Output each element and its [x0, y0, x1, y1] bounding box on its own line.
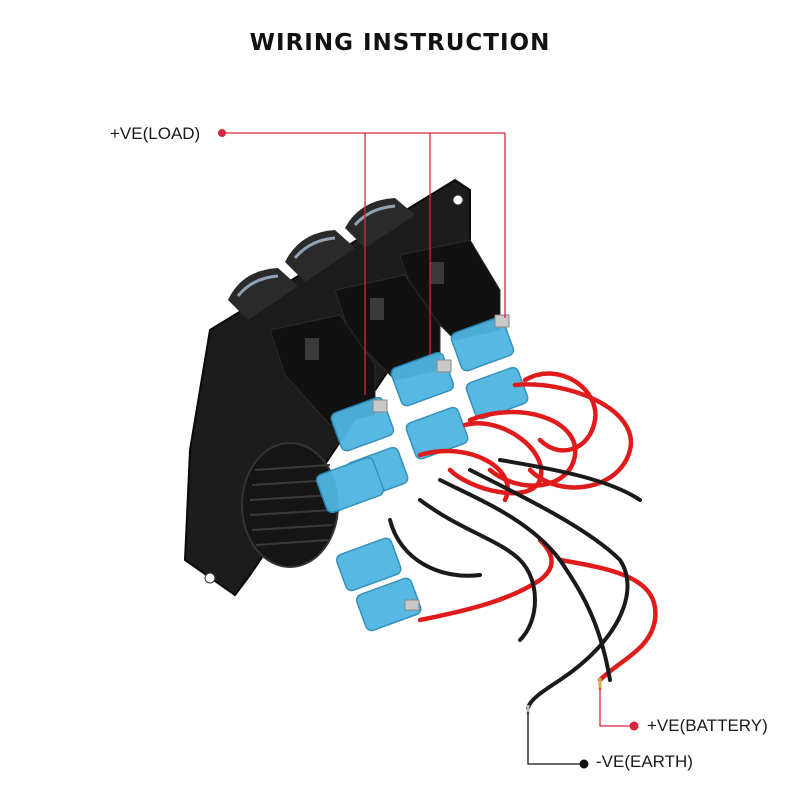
connector [335, 537, 402, 592]
switch-terminal-2 [370, 298, 384, 320]
rocker-cap-2 [285, 230, 355, 282]
connector [450, 316, 515, 372]
rocker-cap-1 [228, 268, 298, 320]
earth-label: -VE(EARTH) [596, 752, 693, 771]
mounting-hole-bottom [204, 572, 216, 584]
connector [355, 577, 422, 632]
load-callout [222, 132, 506, 395]
rocker-cap-3-glow [353, 204, 396, 227]
rocker-cap-2-glow [293, 236, 336, 259]
mounting-hole-top [452, 194, 464, 206]
switch-terminal-1 [305, 338, 319, 360]
rocker-cap-1-glow [236, 274, 279, 297]
earth-callout-dot [579, 759, 589, 769]
socket-thread [249, 464, 335, 546]
load-label: +VE(LOAD) [110, 124, 201, 143]
connector [315, 456, 385, 514]
battery-callout [599, 688, 632, 727]
battery-callout-dot [629, 721, 639, 731]
load-callout-dot [218, 129, 226, 137]
earth-callout [527, 712, 582, 765]
diagram-title: WIRING INSTRUCTION [249, 30, 551, 56]
rocker-cap-3 [345, 198, 415, 248]
spade-tips [372, 314, 510, 611]
black-wires [388, 458, 642, 710]
socket-housing-rim [241, 442, 339, 568]
switch-terminal-3 [430, 262, 444, 284]
battery-label: +VE(BATTERY) [647, 716, 768, 735]
